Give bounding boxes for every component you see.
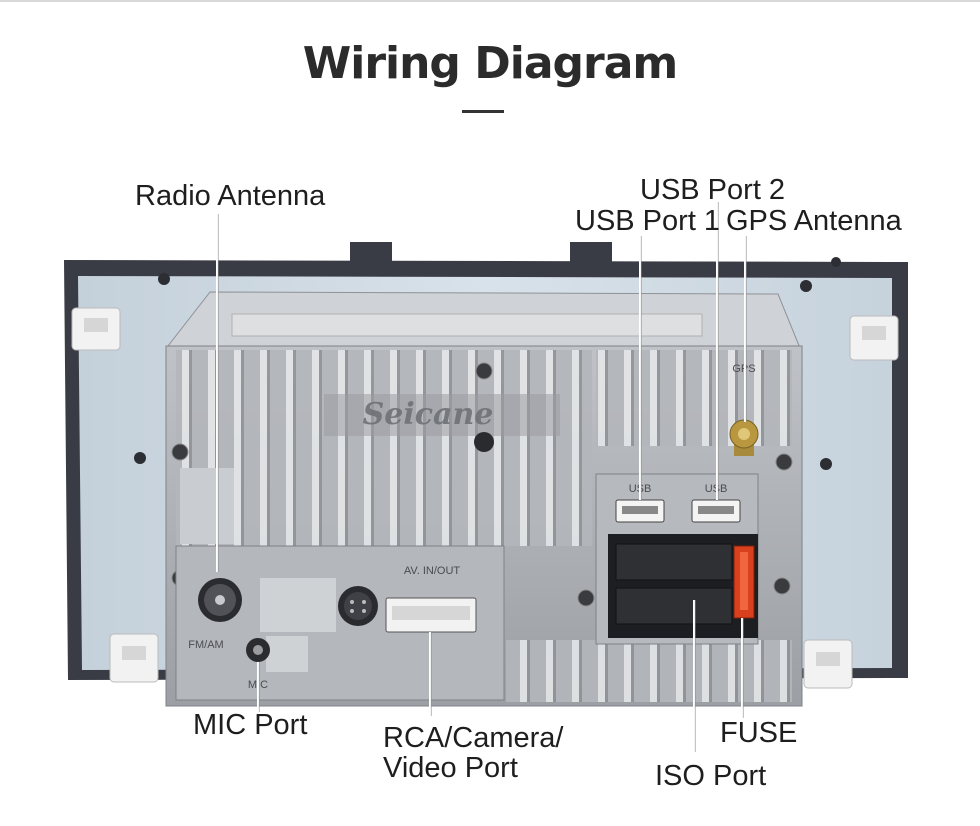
- callout-lines-outline: [217, 202, 747, 752]
- rca-camera-label-line1: RCA/Camera/: [383, 722, 564, 754]
- radio-antenna-label: Radio Antenna: [135, 180, 326, 212]
- av-connector: [385, 597, 477, 633]
- heatsink-fins-right: [596, 350, 792, 446]
- callout-lines: [216, 202, 746, 752]
- watermark-text: Seicane: [363, 397, 494, 432]
- watermark-band: [324, 394, 560, 436]
- heatsink-fins: [176, 350, 592, 546]
- mic-port-label: MIC Port: [193, 709, 308, 741]
- mic-jack: [246, 638, 270, 662]
- mounting-clip-bottom-right: [803, 639, 853, 689]
- rca-camera-label-line2: Video Port: [383, 752, 518, 784]
- page-title: Wiring Diagram: [302, 38, 679, 89]
- iso-port-label: ISO Port: [655, 760, 767, 792]
- fuse-holder: [733, 545, 755, 619]
- iso-connector: [608, 534, 758, 638]
- chassis-sticker: [231, 313, 703, 337]
- usb-port-2-label: USB Port 2: [640, 174, 786, 206]
- usb-port-1-label: USB Port 1: [575, 205, 721, 237]
- av-in-out-text: AV. IN/OUT: [404, 565, 461, 577]
- mounting-clip-top-left: [71, 307, 121, 351]
- fm-am-text: FM/AM: [188, 639, 223, 651]
- panel-screws: [134, 257, 841, 470]
- blank-plate-3: [266, 636, 308, 672]
- title-underline: [462, 110, 504, 113]
- blank-plate-2: [260, 578, 336, 632]
- mounting-clip-top-right: [849, 315, 899, 361]
- gps-antenna-connector: [729, 419, 759, 456]
- fuse-label: FUSE: [720, 717, 798, 749]
- radio-antenna-jack: [198, 578, 242, 622]
- heatsink-fins-bottom: [506, 640, 792, 702]
- top-divider: [0, 0, 980, 2]
- mounting-clip-bottom-left: [109, 633, 159, 683]
- chassis-hole: [474, 432, 494, 452]
- blank-plate: [180, 468, 234, 544]
- usb-port-2-socket: [691, 499, 741, 523]
- usb-port-1-socket: [615, 499, 665, 523]
- mini-din-connector: [338, 586, 378, 626]
- gps-antenna-label: GPS Antenna: [726, 205, 902, 237]
